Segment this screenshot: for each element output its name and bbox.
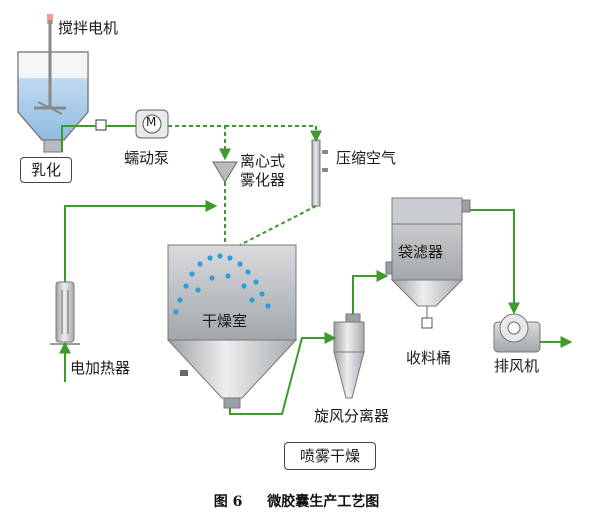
motor-label: 搅拌电机 — [58, 19, 119, 37]
spray-particle — [207, 255, 213, 261]
spray-drying-label: 喷雾干燥 — [284, 442, 376, 470]
figure-number: 图 6 — [213, 494, 243, 510]
pipe-heater-to-dryer — [64, 200, 218, 282]
pipe-pump-to-air — [225, 125, 322, 143]
collector-label: 收料桶 — [406, 349, 452, 367]
pipe-cyclone-to-filter — [352, 270, 389, 314]
electric-heater — [50, 281, 80, 345]
pump-label: 蠕动泵 — [124, 149, 170, 167]
stirring-motor — [34, 14, 66, 115]
heater-label: 电加热器 — [70, 359, 131, 377]
spray-particle — [173, 309, 179, 315]
emulsify-label: 乳化 — [20, 157, 72, 183]
atomizer-label-line1: 离心式 — [240, 152, 286, 170]
fan-label: 排风机 — [494, 357, 540, 375]
collection-bucket — [421, 306, 433, 329]
spray-particle — [183, 283, 189, 289]
bag-filter-label: 袋滤器 — [398, 243, 444, 261]
spray-particle — [225, 273, 231, 279]
spray-particle — [189, 271, 195, 277]
pipe-filter-to-fan — [470, 209, 520, 315]
bag-filter — [385, 197, 471, 307]
spray-particle — [177, 297, 183, 303]
cyclone-label: 旋风分离器 — [314, 407, 390, 425]
figure-caption: 图 6 微胶囊生产工艺图 — [0, 491, 593, 511]
spray-particle — [227, 255, 233, 261]
dryer-label: 干燥室 — [202, 312, 248, 330]
spray-particle — [265, 303, 271, 309]
spray-particle — [259, 291, 265, 297]
pipe-tank-to-pump — [61, 125, 136, 152]
atomizer-funnel — [212, 161, 238, 183]
spray-particle — [217, 253, 223, 259]
spray-particle — [245, 269, 251, 275]
spray-particle — [249, 297, 255, 303]
pipe-dryer-to-cyclone — [229, 332, 337, 415]
emulsifier-tank — [17, 51, 89, 153]
spray-particles — [173, 253, 271, 315]
peristaltic-pump — [135, 109, 169, 139]
spray-particle — [241, 283, 247, 289]
pipe-air-to-dryer — [239, 205, 317, 246]
spray-particle — [195, 287, 201, 293]
compressed-air-label: 压缩空气 — [336, 149, 397, 167]
spray-particle — [197, 261, 203, 267]
pump-symbol: M — [146, 115, 157, 129]
valve — [95, 119, 107, 131]
spray-particle — [209, 275, 215, 281]
exhaust-fan — [493, 313, 541, 353]
drying-chamber — [166, 244, 298, 409]
spray-particle — [237, 261, 243, 267]
atomizer-label-line2: 雾化器 — [240, 171, 286, 189]
pipe-pump-to-atomizer — [168, 125, 231, 161]
cyclone-separator — [333, 313, 365, 399]
spray-particle — [253, 279, 259, 285]
figure-title: 微胶囊生产工艺图 — [267, 494, 380, 510]
compressed-air-nozzle — [311, 139, 328, 207]
